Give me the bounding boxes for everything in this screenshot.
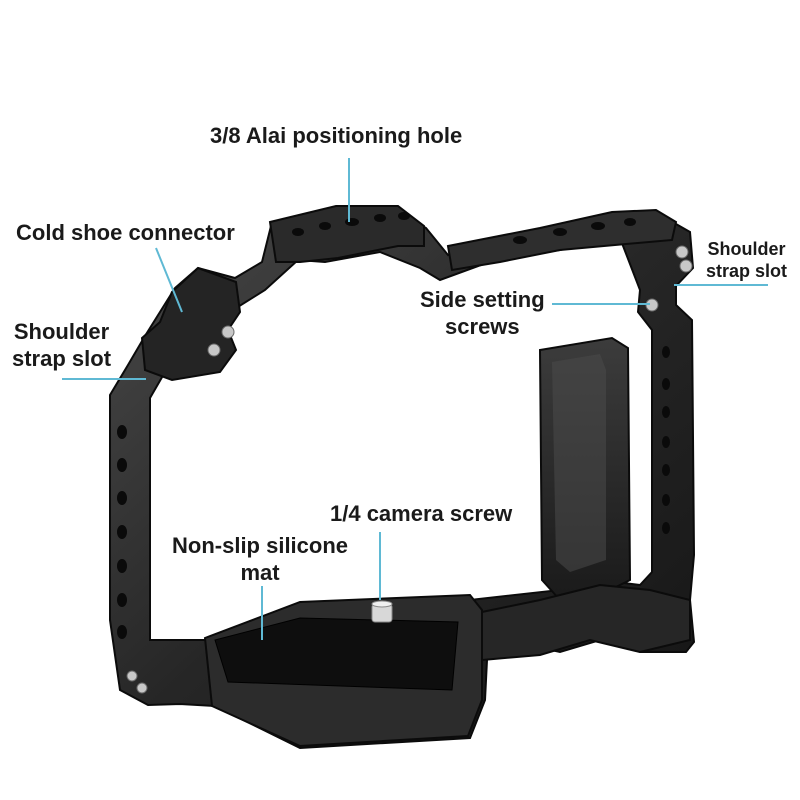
label-alai-hole: 3/8 Alai positioning hole (210, 122, 462, 149)
label-camera-screw-text: 1/4 camera screw (330, 501, 513, 526)
label-shoulder-left-line2: strap slot (12, 346, 112, 371)
label-silicone-mat-line2: mat (240, 560, 280, 585)
right-side-holes (662, 346, 670, 534)
label-shoulder-right-line1: Shoulder (707, 239, 786, 259)
label-shoulder-right-line2: strap slot (706, 261, 788, 281)
label-shoulder-left: Shoulder strap slot (12, 318, 111, 372)
label-side-screws-line2: screws (445, 314, 520, 339)
left-side-holes (117, 425, 127, 639)
top-bridge (268, 205, 425, 263)
top-plate-right (446, 208, 678, 272)
silicone-mat (214, 617, 459, 691)
cold-shoe-block (140, 266, 242, 382)
label-camera-screw: 1/4 camera screw (330, 500, 512, 527)
label-silicone-mat: Non-slip silicone mat (172, 532, 348, 586)
leader-lines (62, 158, 768, 640)
label-silicone-mat-line1: Non-slip silicone (172, 533, 349, 558)
label-cold-shoe-text: Cold shoe connector (16, 220, 235, 245)
label-side-screws-line1: Side setting (420, 287, 545, 312)
grip-highlight (552, 354, 606, 572)
label-cold-shoe: Cold shoe connector (16, 219, 235, 246)
base-arm (481, 583, 691, 662)
label-side-screws: Side setting screws (420, 286, 545, 340)
set-screws (126, 245, 693, 694)
label-shoulder-left-line1: Shoulder (13, 319, 110, 344)
label-alai-hole-text: 3/8 Alai positioning hole (210, 123, 463, 148)
label-shoulder-right: Shoulder strap slot (706, 238, 787, 282)
